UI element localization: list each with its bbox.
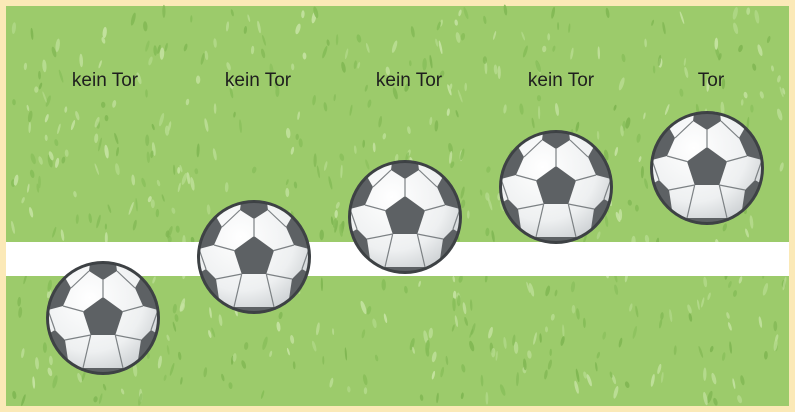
ball-label-2: kein Tor bbox=[188, 70, 328, 92]
ball-label-4: kein Tor bbox=[491, 70, 631, 92]
ball-label-1: kein Tor bbox=[35, 70, 175, 92]
ball-label-3: kein Tor bbox=[339, 70, 479, 92]
ball-label-5: Tor bbox=[641, 70, 781, 92]
